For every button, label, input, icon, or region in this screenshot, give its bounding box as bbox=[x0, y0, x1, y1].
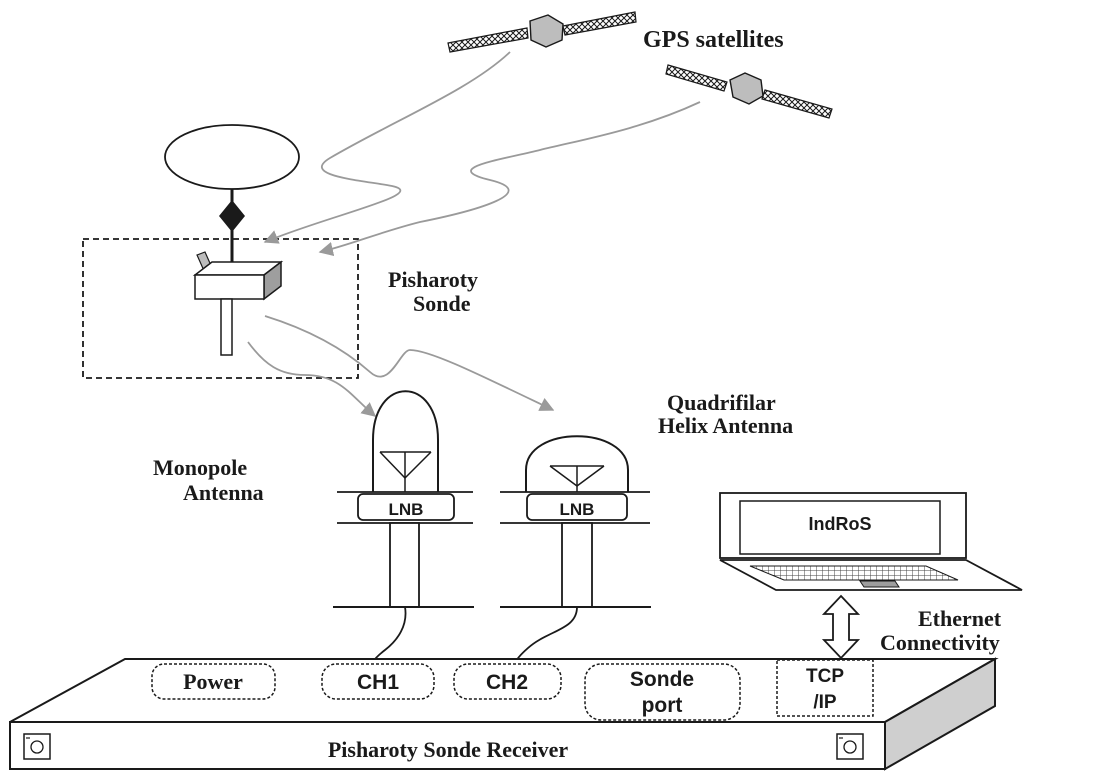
front-right-connector-icon bbox=[836, 733, 864, 760]
pisharoty-sonde-label-line2: Sonde bbox=[413, 291, 471, 316]
quadrifilar-label-line1: Quadrifilar bbox=[667, 390, 776, 415]
front-left-connector-icon bbox=[23, 733, 51, 760]
ch1-port-label: CH1 bbox=[357, 671, 399, 694]
monopole-antenna-icon bbox=[333, 390, 474, 608]
ethernet-label-line1: Ethernet bbox=[918, 606, 1002, 631]
helix-lnb-label: LNB bbox=[560, 500, 595, 519]
laptop-icon bbox=[719, 492, 1023, 591]
sonde-port bbox=[584, 663, 741, 721]
tcp-ip-port bbox=[776, 659, 874, 717]
parachute-diamond-icon bbox=[219, 200, 245, 232]
tcp-ip-port-label-line2: /IP bbox=[813, 692, 837, 713]
gps-signal-paths bbox=[247, 51, 701, 417]
laptop-screen-label: IndRoS bbox=[809, 514, 872, 534]
monopole-antenna-label-line2: Antenna bbox=[183, 480, 264, 505]
ch2-port bbox=[453, 663, 562, 700]
pisharoty-sonde-label-line1: Pisharoty bbox=[388, 267, 478, 292]
monopole-antenna-label-line1: Monopole bbox=[153, 455, 247, 480]
gps-satellites-label: GPS satellites bbox=[643, 27, 784, 53]
balloon bbox=[164, 124, 300, 190]
tcp-ip-port-label-line1: TCP bbox=[806, 666, 844, 687]
sonde-port-label-line1: Sonde bbox=[630, 668, 694, 691]
ch1-port bbox=[321, 663, 435, 700]
sonde-port-label-line2: port bbox=[642, 694, 683, 717]
gps-satellite-2-icon bbox=[665, 64, 833, 119]
quadrifilar-label-line2: Helix Antenna bbox=[658, 413, 793, 438]
sonde-box-icon bbox=[192, 251, 284, 356]
power-port-label: Power bbox=[183, 669, 243, 694]
receiver-title: Pisharoty Sonde Receiver bbox=[328, 737, 569, 762]
ethernet-label-line2: Connectivity bbox=[880, 630, 1000, 655]
power-port bbox=[151, 663, 276, 700]
quadrifilar-helix-antenna-icon bbox=[500, 435, 651, 608]
ethernet-double-arrow-icon bbox=[821, 594, 861, 660]
gps-satellite-1-icon bbox=[447, 11, 637, 53]
sonde-dashed-box bbox=[82, 238, 359, 379]
monopole-lnb-label: LNB bbox=[389, 500, 424, 519]
ch2-port-label: CH2 bbox=[486, 671, 528, 694]
